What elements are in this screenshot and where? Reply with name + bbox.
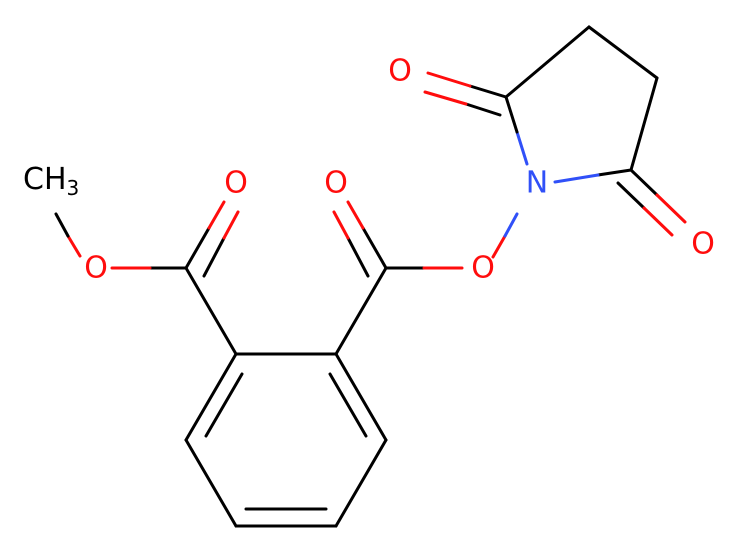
bond-ring-c5-c6 xyxy=(184,438,238,528)
bond-c5-oxo-b-red xyxy=(642,206,674,237)
bond-c5-oxo-a xyxy=(629,168,659,197)
methyl-label: CH3 xyxy=(23,162,79,200)
bond-carbonyl-right-b-red xyxy=(332,210,350,240)
bond-n-to-c2 xyxy=(504,95,519,134)
bond-carbonyl-right-a xyxy=(361,226,388,270)
methyl-subscript-text: 3 xyxy=(67,176,80,200)
succinimide-ring xyxy=(423,25,687,237)
bond-o-to-n-red xyxy=(491,234,507,259)
bond-c5-oxo-b xyxy=(616,181,646,210)
bond-c5-to-n xyxy=(596,168,633,177)
imide-o-right-label: O xyxy=(691,227,715,262)
bond-c2-oxo-b xyxy=(464,102,502,117)
methyl-ch-text: CH xyxy=(23,162,67,197)
bond-carbonyl-right-b xyxy=(346,236,370,278)
bond-c5-oxo-a-red xyxy=(655,193,687,224)
methyl-ester-group xyxy=(54,200,240,356)
bond-ring-inner-1 xyxy=(328,372,368,438)
bond-ring-c2-c3 xyxy=(334,352,388,442)
nhs-ester-group xyxy=(332,200,519,356)
bond-ring-inner-3 xyxy=(204,372,244,438)
bond-carbonyl-right-a-red xyxy=(346,200,365,230)
bond-c3-to-c4 xyxy=(587,25,659,80)
nhs-ester-o-single-label: O xyxy=(471,251,495,286)
bond-ring-c6-c1 xyxy=(184,352,238,442)
bond-n-to-c2-blue xyxy=(515,130,529,166)
bond-o-to-n-blue xyxy=(503,212,519,238)
bond-c4-to-c5 xyxy=(629,76,659,172)
bond-c5-to-n-blue xyxy=(553,173,600,184)
bond-ring-c3-c4 xyxy=(334,438,388,528)
bond-carbonyl-left-b xyxy=(202,236,226,278)
nitrogen-label: N xyxy=(526,166,548,201)
ester-o-single-label: O xyxy=(84,251,108,286)
bond-ring-to-carbonyl-left xyxy=(184,266,238,356)
benzene-ring xyxy=(184,352,388,528)
bond-o-to-methyl-red xyxy=(66,234,82,258)
atom-labels: CH3 O O O O N O O xyxy=(23,54,715,286)
bond-c2-to-c3 xyxy=(504,25,591,99)
bond-ring-to-carbonyl-right xyxy=(334,266,388,356)
bond-c2-oxo-a-red xyxy=(426,71,472,88)
bond-c2-oxo-b-red xyxy=(423,90,468,106)
bond-carbonyl-left-b-red xyxy=(222,210,240,240)
bond-o-to-methyl xyxy=(54,212,70,238)
nhs-ester-o-double-label: O xyxy=(324,166,348,201)
imide-o-top-label: O xyxy=(388,54,412,89)
bond-c2-oxo-a xyxy=(468,84,508,99)
bond-carbonyl-left-a xyxy=(184,226,211,270)
ester-o-double-label: O xyxy=(224,166,248,201)
bond-carbonyl-left-a-red xyxy=(207,200,226,230)
